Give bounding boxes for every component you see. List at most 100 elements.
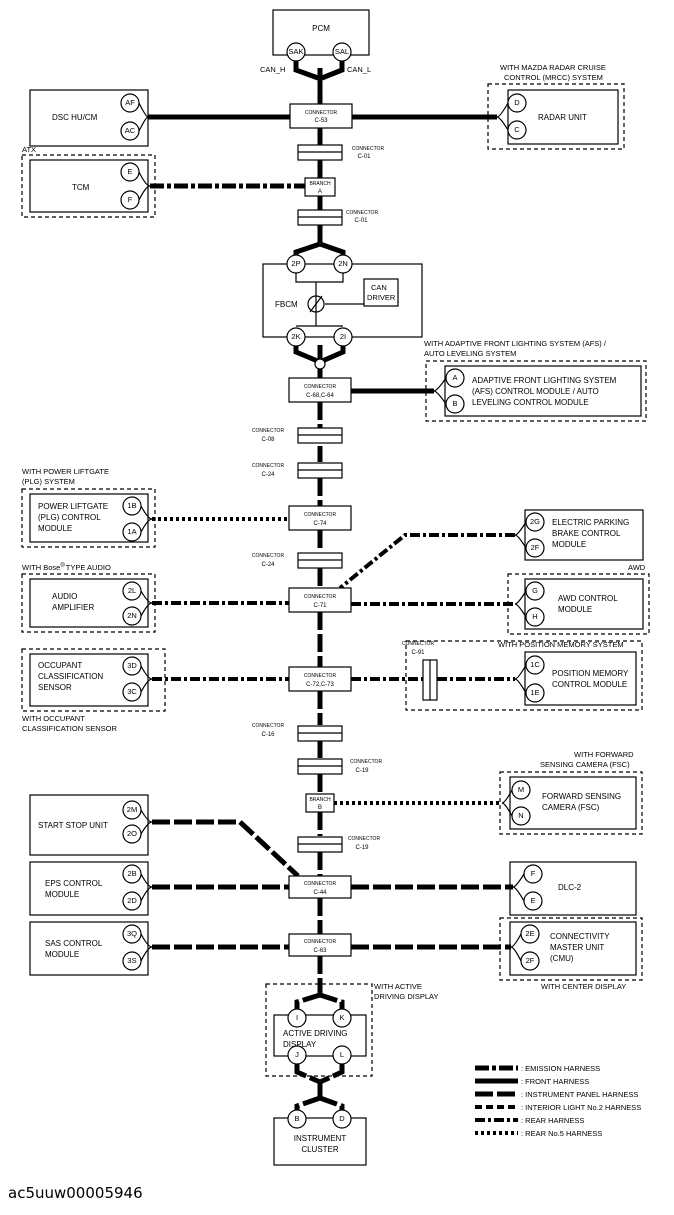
pmem-label-2: CONTROL MODULE: [552, 680, 627, 689]
fsc-note-2: SENSING CAMERA (FSC): [540, 760, 630, 769]
plg-label-2: (PLG) CONTROL: [38, 513, 101, 522]
audio-note: WITH Bose®TYPE AUDIO: [22, 562, 111, 572]
connector-c19b-id: C-19: [355, 845, 369, 851]
connector-c24a-word: CONNECTOR: [252, 463, 285, 469]
eps-label-2: MODULE: [45, 890, 79, 899]
eps-pin-2b: 2B: [127, 869, 136, 878]
epb-module: 2G 2F ELECTRIC PARKING BRAKE CONTROL MOD…: [338, 509, 644, 590]
fsc-label-1: FORWARD SENSING: [542, 792, 621, 801]
fsc-note-1: WITH FORWARD: [574, 750, 634, 759]
tcm-module: ATX TCM E F: [21, 145, 305, 218]
sas-module: SAS CONTROL MODULE 3Q 3S: [29, 921, 289, 976]
fsc-label-2: CAMERA (FSC): [542, 803, 600, 812]
plg-pin-1a: 1A: [127, 527, 136, 536]
afs-label-2: (AFS) CONTROL MODULE / AUTO: [472, 387, 599, 396]
dlc2-module: DLC-2 F E: [351, 861, 637, 916]
connector-c72-word: CONNECTOR: [304, 673, 337, 679]
connector-c53-word: CONNECTOR: [305, 110, 338, 116]
plg-note-1: WITH POWER LIFTGATE: [22, 467, 109, 476]
start-stop-unit: START STOP UNIT 2M 2O: [29, 794, 300, 878]
fbcm-pin-2i: 2I: [340, 332, 346, 341]
can-h-label: CAN_H: [260, 65, 285, 74]
add-note-2: DRIVING DISPLAY: [374, 992, 438, 1001]
connector-c53: CONNECTOR C-53: [289, 103, 353, 129]
splice-icon: [314, 358, 326, 370]
pmem-pin-1c: 1C: [530, 660, 540, 669]
afs-pin-a: A: [452, 373, 457, 382]
fbcm-module: FBCM 2P 2N CAN DRIVER 2K 2I: [262, 241, 423, 370]
audio-pin-2l: 2L: [128, 586, 136, 595]
awd-label-1: AWD CONTROL: [558, 594, 618, 603]
connector-c71-id: C-71: [313, 603, 327, 609]
afs-note-1: WITH ADAPTIVE FRONT LIGHTING SYSTEM (AFS…: [424, 339, 607, 348]
legend-label-rear: : REAR HARNESS: [521, 1116, 584, 1125]
legend-label-front: : FRONT HARNESS: [521, 1077, 589, 1086]
dlc-pin-f: F: [531, 869, 536, 878]
ocs-pin-3c: 3C: [127, 687, 137, 696]
connector-c72-id: C-72,C-73: [306, 682, 334, 688]
dlc-pin-e: E: [530, 896, 535, 905]
sas-label-2: MODULE: [45, 950, 79, 959]
pmem-pin-1e: 1E: [530, 688, 539, 697]
connector-c91-id: C-91: [411, 650, 425, 656]
connector-c19b: CONNECTOR C-19: [297, 836, 380, 853]
connector-c01b: CONNECTOR C-01: [297, 209, 379, 226]
connector-c01b-word: CONNECTOR: [346, 210, 379, 216]
afs-note-2: AUTO LEVELING SYSTEM: [424, 349, 516, 358]
connector-c01b-id: C-01: [354, 218, 368, 224]
legend-label-rear5: : REAR No.5 HARNESS: [521, 1129, 602, 1138]
cmu-label-1: CONNECTIVITY: [550, 932, 610, 941]
connector-c24b-id: C-24: [261, 562, 275, 568]
connector-c24b: CONNECTOR C-24: [252, 552, 343, 569]
connector-c63-id: C-63: [313, 948, 327, 954]
branch-b: BRANCH B: [305, 793, 335, 813]
add-label-2: DISPLAY: [283, 1040, 317, 1049]
connector-c01a: CONNECTOR C-01: [297, 144, 385, 161]
connector-c63: CONNECTOR C-63: [288, 933, 352, 957]
connector-c19a-word: CONNECTOR: [350, 759, 383, 765]
pcm-label: PCM: [312, 24, 330, 33]
awd-module: AWD G H AWD CONTROL MODULE: [351, 563, 650, 635]
afs-label-3: LEVELING CONTROL MODULE: [472, 398, 589, 407]
radar-label: RADAR UNIT: [538, 113, 587, 122]
harness-legend: : EMISSION HARNESS : FRONT HARNESS : INS…: [475, 1064, 641, 1138]
eps-label-1: EPS CONTROL: [45, 879, 103, 888]
fbcm-pin-2n: 2N: [338, 259, 348, 268]
branch-b-word: BRANCH: [309, 797, 331, 803]
connector-c72-c73: CONNECTOR C-72,C-73: [288, 666, 352, 692]
connector-c24a: CONNECTOR C-24: [252, 462, 343, 479]
fbcm-pin-2k: 2K: [291, 332, 300, 341]
connector-c68-c64: CONNECTOR C-68,C-64: [288, 377, 352, 403]
dsc-label: DSC HU/CM: [52, 113, 98, 122]
plg-note-2: (PLG) SYSTEM: [22, 477, 75, 486]
connector-c74-word: CONNECTOR: [304, 512, 337, 518]
ic-label-1: INSTRUMENT: [294, 1134, 347, 1143]
afs-module: WITH ADAPTIVE FRONT LIGHTING SYSTEM (AFS…: [351, 339, 647, 422]
connector-c24b-word: CONNECTOR: [252, 553, 285, 559]
cmu-note: WITH CENTER DISPLAY: [541, 982, 626, 991]
add-pin-j: J: [295, 1050, 299, 1059]
sas-pin-3s: 3S: [127, 956, 136, 965]
connector-c53-id: C-53: [314, 118, 328, 124]
branch-a: BRANCH A: [304, 177, 336, 197]
connector-c19a-id: C-19: [355, 768, 369, 774]
legend-label-interior: : INTERIOR LIGHT No.2 HARNESS: [521, 1103, 641, 1112]
afs-pin-b: B: [452, 399, 457, 408]
add-note-1: WITH ACTIVE: [374, 982, 422, 991]
add-pin-k: K: [339, 1013, 344, 1022]
tcm-label: TCM: [72, 183, 90, 192]
radar-note-2: CONTROL (MRCC) SYSTEM: [504, 73, 603, 82]
ic-pin-b: B: [294, 1114, 299, 1123]
ocs-note-1: WITH OCCUPANT: [22, 714, 85, 723]
connector-c01a-word: CONNECTOR: [352, 146, 385, 152]
connector-c44-id: C-44: [313, 890, 327, 896]
dsc-module: DSC HU/CM AF AC: [29, 89, 290, 147]
fsc-pin-m: M: [518, 785, 524, 794]
ocs-module: OCCUPANT CLASSIFICATION SENSOR 3D 3C WIT…: [21, 648, 289, 733]
fbcm-resistor-icon: [307, 295, 325, 313]
connector-c91-word: CONNECTOR: [402, 641, 435, 647]
branch-a-id: A: [318, 189, 322, 195]
ocs-label-1: OCCUPANT: [38, 661, 82, 670]
connector-c16-word: CONNECTOR: [252, 723, 285, 729]
add-label-1: ACTIVE DRIVING: [283, 1029, 347, 1038]
